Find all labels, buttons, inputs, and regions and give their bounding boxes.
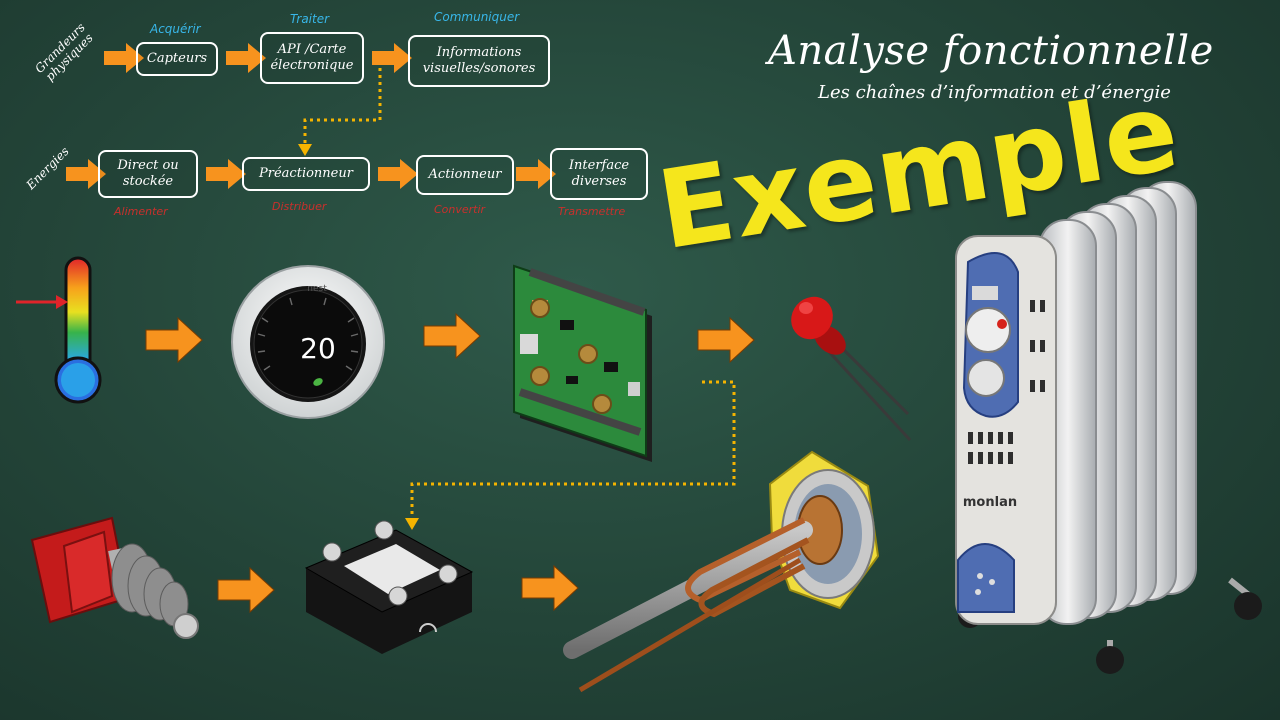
led-icon <box>791 296 912 442</box>
function-acquerir: Acquérir <box>150 22 201 36</box>
page-title: Analyse fonctionnelle <box>768 28 1214 74</box>
solid-state-relay-icon <box>304 520 474 654</box>
arrow-nest-to-board <box>423 313 481 359</box>
box-actionneur: Actionneur <box>416 155 514 195</box>
oil-radiator-icon <box>955 181 1262 674</box>
arrow-to-actionneur <box>378 159 418 189</box>
arrow-thermo-to-nest <box>145 317 203 363</box>
electronic-board-icon <box>513 264 652 462</box>
order-link-dotted <box>303 68 382 146</box>
command-link-dotted <box>410 380 736 520</box>
function-transmettre: Transmettre <box>558 205 626 218</box>
function-communiquer: Communiquer <box>434 10 520 24</box>
function-alimenter: Alimenter <box>114 205 168 218</box>
arrow-to-preactionneur <box>206 159 246 189</box>
arrow-board-to-led <box>697 317 755 363</box>
power-socket-icon <box>30 516 199 639</box>
heater-brand: monlan <box>963 495 1017 510</box>
thermometer-icon <box>16 256 102 404</box>
arrow-socket-to-relay <box>217 567 275 613</box>
nest-thermostat-icon <box>231 265 385 419</box>
arrow-relay-to-element <box>521 565 579 611</box>
order-link-arrowhead <box>298 144 312 156</box>
arrow-to-informations <box>372 43 412 73</box>
heating-element-icon <box>563 450 880 693</box>
command-link-arrowhead <box>405 518 419 530</box>
function-convertir: Convertir <box>434 203 486 216</box>
nest-temperature: 20 <box>300 332 336 365</box>
box-capteurs: Capteurs <box>136 42 218 76</box>
function-traiter: Traiter <box>290 12 330 26</box>
box-preactionneur: Préactionneur <box>242 157 370 191</box>
function-distribuer: Distribuer <box>272 200 327 213</box>
nest-brand: nest <box>307 284 327 294</box>
page-subtitle: Les chaînes d’information et d’énergie <box>818 82 1171 103</box>
